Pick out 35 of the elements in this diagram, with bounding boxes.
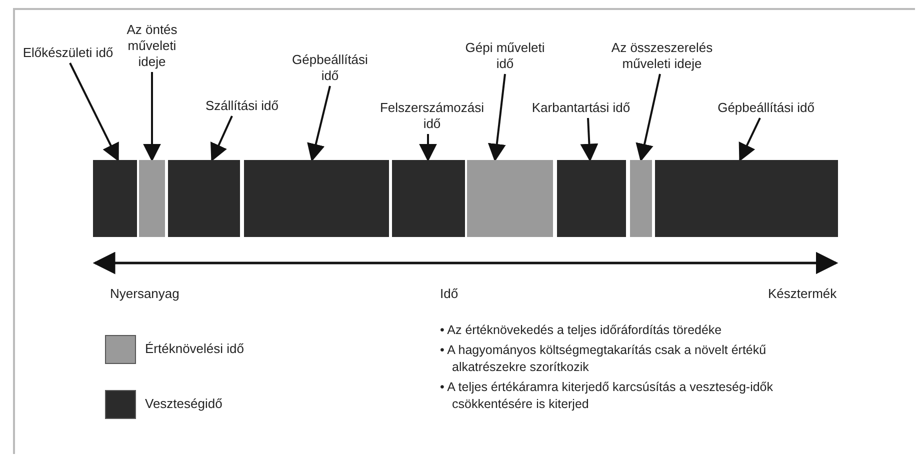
time-label: Az öntés műveleti ideje <box>118 22 186 70</box>
bullet-text: • A hagyományos költségmegtakarítás csak a növelt értékű alkatrészekre szorítkozik <box>440 342 768 376</box>
time-segment-bar <box>467 160 553 237</box>
time-label: Gépbeállítási idő <box>283 52 377 84</box>
axis-label: Idő <box>440 286 458 301</box>
legend-label: Értéknövelési idő <box>145 341 244 356</box>
leader-arrow <box>69 62 119 162</box>
time-segment-bar <box>630 160 652 237</box>
time-segment-bar <box>392 160 465 237</box>
time-segment-bar <box>168 160 240 237</box>
leader-arrow <box>488 74 506 162</box>
bullet-text: • A teljes értékáramra kiterjedő karcsúsítás a veszteség-idők csökkentésére is kiterjed <box>440 379 774 413</box>
time-label: Gépi műveleti idő <box>455 40 555 72</box>
leader-arrow <box>143 72 161 162</box>
leader-arrow <box>419 134 437 162</box>
axis-label: Nyersanyag <box>110 286 180 301</box>
axis-label: Késztermék <box>768 286 837 301</box>
leader-arrow <box>636 74 661 162</box>
time-label: Gépbeállítási idő <box>700 100 832 116</box>
leader-arrow <box>738 118 761 162</box>
bullet-text: • Az értéknövekedés a teljes időráfordítás töredéke <box>440 322 723 339</box>
time-label: Az összeszerelés műveleti ideje <box>598 40 726 72</box>
time-label: Szállítási idő <box>192 98 292 114</box>
time-segment-bar <box>244 160 389 237</box>
leader-arrow <box>307 86 331 162</box>
time-segment-bar <box>655 160 838 237</box>
legend-label: Veszteségidő <box>145 396 222 411</box>
time-segment-bar <box>139 160 165 237</box>
time-segment-bar <box>93 160 137 237</box>
leader-arrow <box>210 116 233 162</box>
leader-arrow <box>580 118 598 162</box>
time-label: Felszerszámozási idő <box>376 100 488 132</box>
time-label: Előkészületi idő <box>22 45 114 61</box>
time-segment-bar <box>557 160 626 237</box>
time-label: Karbantartási idő <box>520 100 642 116</box>
